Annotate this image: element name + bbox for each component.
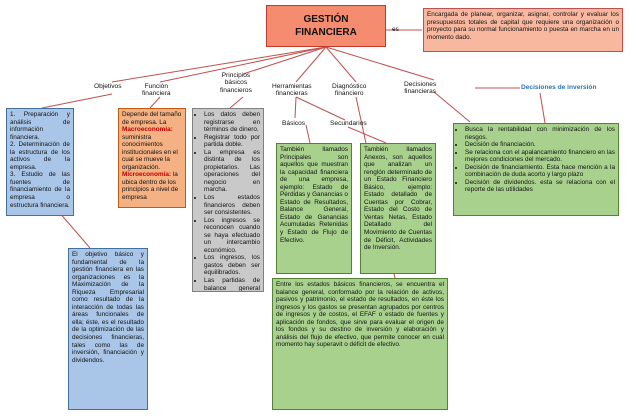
- branch-principios-line-1: Principios: [221, 72, 251, 79]
- branch-decisiones-line-2: financieras: [404, 88, 437, 96]
- principios-box: Los datos deben registrarse en términos …: [192, 108, 264, 292]
- principio-item: Los ingresos, los gastos deben ser equil…: [204, 254, 260, 277]
- branch-herramientas-line-2: financieras: [275, 90, 308, 98]
- inversion-item: Decisión de financiamiento. Esta hace me…: [465, 164, 615, 179]
- objetivo-item: 3. Estudio de las fuentes de financiamie…: [10, 171, 70, 209]
- principio-item: Los datos deben registrarse en términos …: [204, 111, 260, 134]
- funcion-financiera-box: Depende del tamaño de empresa. La Macroe…: [118, 108, 186, 208]
- funcion-text-2: suministra conocimientos institucionales…: [122, 133, 178, 171]
- branch-herramientas-line-1: Herramientas: [272, 83, 312, 90]
- connector-label-es: es: [392, 26, 399, 33]
- branch-funcion-line-2: financiera: [142, 90, 171, 98]
- objetivos-box: 1. Preparación y análisis de información…: [6, 108, 74, 216]
- inversion-list: Busca la rentabilidad con minimización d…: [457, 126, 615, 194]
- title-line-1: GESTIÓN: [303, 13, 349, 25]
- branch-diagnostico-financiero: Diagnóstico financiero: [332, 83, 366, 98]
- principio-item: La empresa es distinta de los propietari…: [204, 149, 260, 194]
- estados-basicos-box: También llamados Principales son aquello…: [276, 143, 352, 274]
- branch-decisiones-line-1: Decisiones: [404, 81, 437, 88]
- branch-herramientas-financieras: Herramientas financieras: [272, 83, 312, 98]
- inversion-item: Decisión de dividendos. esta se relacion…: [465, 179, 615, 194]
- inversion-item: Se relaciona con el apalancamiento finan…: [465, 149, 615, 164]
- funcion-text-1: Depende del tamaño de empresa. La: [122, 111, 182, 126]
- principio-item: Registrar todo por partida doble.: [204, 134, 260, 149]
- branch-secundarios: Secundarios: [330, 120, 367, 127]
- branch-objetivos: Objetivos: [94, 83, 122, 90]
- branch-decisiones-inversion: Decisiones de inversión: [521, 84, 597, 91]
- principio-item: Los ingresos se reconocen cuando se haya…: [204, 217, 260, 255]
- branch-funcion-financiera: Función financiera: [142, 83, 171, 98]
- branch-principios-basicos: Principios básicos financieros: [220, 72, 252, 94]
- inversion-item: Decisión de financiación.: [465, 141, 615, 149]
- objetivo-basico-box: El objetivo básico y fundamental de la g…: [68, 248, 148, 410]
- funcion-text-3: la ubica dentro de los principios a nive…: [122, 171, 179, 202]
- branch-diagnostico-line-1: Diagnóstico: [332, 83, 367, 90]
- estados-secundarios-box: También llamados Anexos, son aquellos qu…: [360, 143, 436, 274]
- branch-funcion-line-1: Función: [144, 83, 169, 90]
- principio-item: Los estados financieros deben ser consis…: [204, 194, 260, 217]
- title-line-2: FINANCIERA: [295, 27, 357, 38]
- macroeconomia-label: Macroeconomía:: [122, 126, 173, 134]
- decisiones-inversion-box: Busca la rentabilidad con minimización d…: [453, 123, 619, 216]
- inversion-item: Busca la rentabilidad con minimización d…: [465, 126, 615, 141]
- branch-decisiones-financieras: Decisiones financieras: [404, 81, 436, 96]
- branch-principios-line-3: financieros: [220, 86, 252, 94]
- diagnostico-box: Entre los estados básicos financieros, s…: [272, 278, 448, 410]
- principio-item: Las partidas de balance general esta val…: [204, 277, 260, 291]
- objetivo-item: 1. Preparación y análisis de información…: [10, 111, 70, 141]
- definition-box: Encargada de planear, organizar, asignar…: [423, 8, 623, 52]
- branch-basicos: Básicos: [282, 120, 306, 127]
- principios-list: Los datos deben registrarse en términos …: [196, 111, 260, 291]
- microeconomia-label: Microeconomía:: [122, 171, 172, 179]
- central-topic-gestion-financiera: GESTIÓN FINANCIERA: [266, 5, 386, 47]
- objetivo-item: 2. Determinación de la estructura de los…: [10, 141, 70, 171]
- branch-diagnostico-line-2: financiero: [334, 90, 364, 98]
- branch-principios-line-2: básicos: [224, 79, 248, 87]
